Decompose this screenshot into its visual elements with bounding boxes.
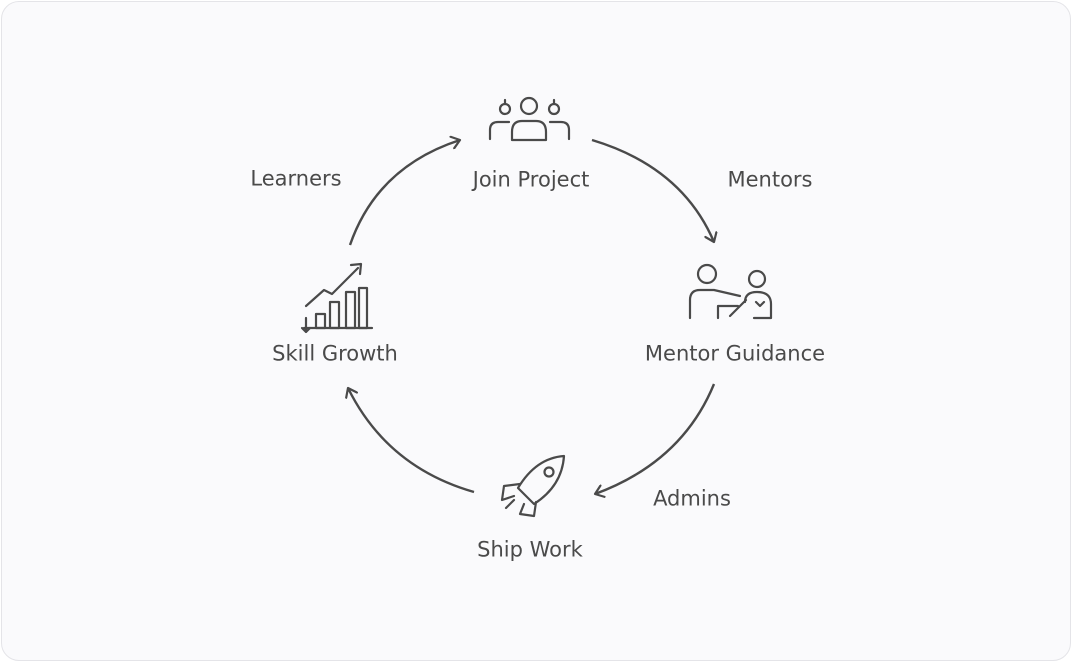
group-people-icon: [488, 96, 571, 142]
node-label-ship-work: Ship Work: [477, 537, 583, 562]
mentor-pointing-icon: [688, 263, 773, 320]
node-label-join-project: Join Project: [472, 167, 590, 192]
node-label-skill-growth: Skill Growth: [272, 341, 398, 366]
arrow-mentor-to-ship: [595, 383, 716, 494]
growth-chart-icon: [300, 262, 374, 334]
arrow-ship-to-skill: [348, 388, 475, 494]
rocket-icon: [500, 454, 566, 518]
edge-label-admins: Admins: [653, 486, 731, 511]
arrow-skill-to-join: [348, 140, 460, 246]
node-label-mentor-guidance: Mentor Guidance: [644, 341, 826, 366]
arrow-join-to-mentor: [591, 138, 714, 242]
edge-label-mentors: Mentors: [727, 167, 813, 192]
edge-label-learners: Learners: [250, 166, 342, 191]
